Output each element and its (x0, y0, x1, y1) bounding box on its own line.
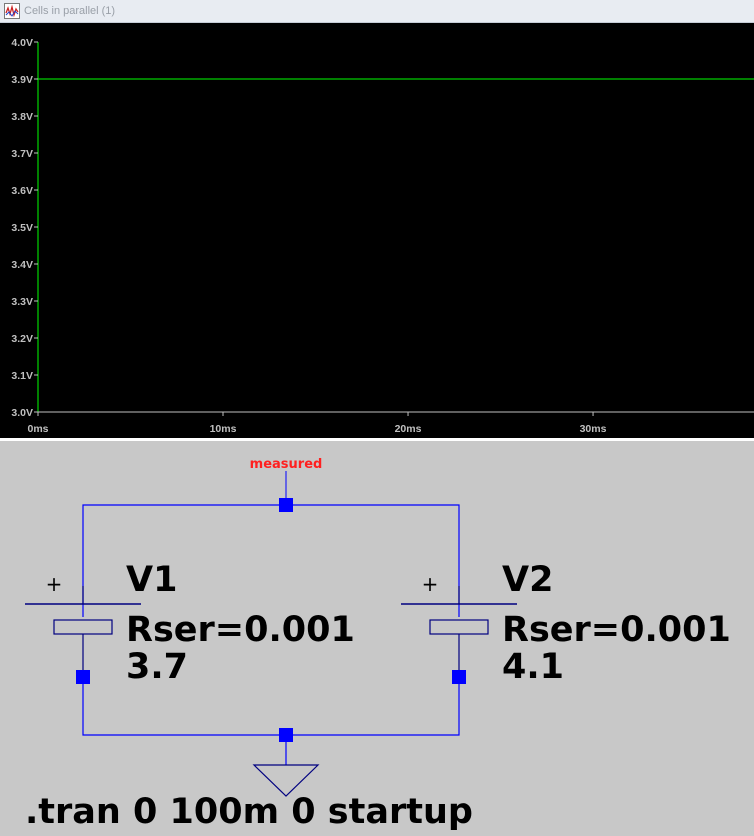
bottom-wire[interactable] (82, 677, 460, 736)
y-tick-label: 3.4V (11, 259, 33, 271)
v1-param-label[interactable]: Rser=0.001 (126, 610, 355, 650)
schematic-window[interactable]: measured + V1 Rser=0.001 3.7 + V2 Rser=0… (0, 441, 754, 836)
y-tick-label: 3.5V (11, 222, 33, 234)
v2-param-label[interactable]: Rser=0.001 (502, 610, 731, 650)
junction-v2-bottom[interactable] (452, 670, 466, 684)
y-tick-label: 3.6V (11, 185, 33, 197)
window-title: Cells in parallel (1) (24, 5, 116, 17)
x-tick-label: 10ms (210, 423, 237, 435)
window-divider[interactable] (0, 438, 754, 441)
junction-ground[interactable] (279, 728, 293, 742)
y-tick-label: 3.2V (11, 333, 33, 345)
y-tick-label: 3.1V (11, 370, 33, 382)
v1-value-label[interactable]: 3.7 (126, 647, 188, 687)
v2-name-label[interactable]: V2 (502, 560, 553, 600)
junction-top[interactable] (279, 498, 293, 512)
plot-ticks: 4.0V 3.9V 3.8V 3.7V 3.6V 3.5V 3.4V 3.3V 3.2V 3.1V… (11, 37, 606, 435)
y-tick-label: 3.7V (11, 148, 33, 160)
v1-name-label[interactable]: V1 (126, 560, 177, 600)
battery-v1-plate-short (53, 619, 113, 635)
battery-v1-plus: + (46, 572, 63, 596)
x-tick-label: 20ms (395, 423, 422, 435)
y-tick-label: 3.9V (11, 74, 33, 86)
waveform-plot[interactable]: 4.0V 3.9V 3.8V 3.7V 3.6V 3.5V 3.4V 3.3V 3.2V 3.1V… (0, 23, 754, 438)
waveform-icon (4, 3, 20, 19)
y-tick-label: 3.8V (11, 111, 33, 123)
v2-value-label[interactable]: 4.1 (502, 647, 564, 687)
battery-v2[interactable]: + (401, 572, 517, 677)
top-wire[interactable] (82, 504, 460, 617)
y-tick-label: 3.3V (11, 296, 33, 308)
battery-v1[interactable]: + (25, 572, 141, 677)
waveform-window: Cells in parallel (1) 4.0V 3.9V 3.8V 3.7V 3.… (0, 0, 754, 438)
plot-axes (37, 42, 754, 413)
y-tick-label: 4.0V (11, 37, 33, 49)
waveform-titlebar[interactable]: Cells in parallel (1) (0, 0, 754, 23)
battery-v2-plus: + (422, 572, 439, 596)
x-tick-label: 30ms (580, 423, 607, 435)
ground-symbol[interactable] (252, 764, 320, 797)
junction-v1-bottom[interactable] (76, 670, 90, 684)
spice-directive[interactable]: .tran 0 100m 0 startup (25, 792, 473, 832)
x-tick-label: 0ms (27, 423, 48, 435)
net-label-measured[interactable]: measured (250, 457, 323, 472)
y-tick-label: 3.0V (11, 407, 33, 419)
battery-v2-plate-short (429, 619, 489, 635)
schematic-canvas[interactable]: measured + V1 Rser=0.001 3.7 + V2 Rser=0… (0, 441, 754, 836)
